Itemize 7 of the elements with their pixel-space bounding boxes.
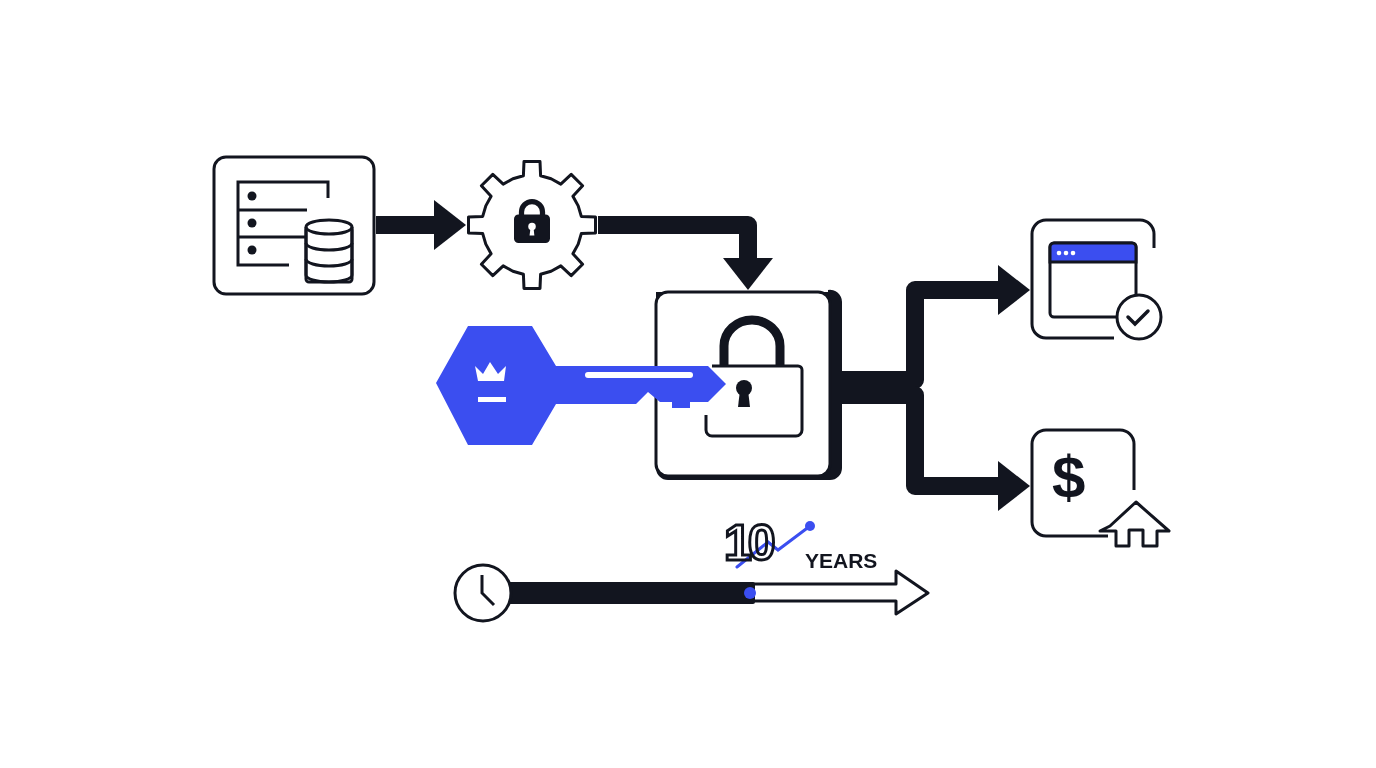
dollar-sign: $: [1052, 448, 1086, 508]
arrow: [376, 200, 466, 250]
arrow: [598, 216, 773, 290]
years-number: 10: [724, 518, 772, 568]
arrow: [842, 265, 1030, 389]
years-label: YEARS: [805, 550, 878, 571]
arrow: [842, 386, 1030, 511]
